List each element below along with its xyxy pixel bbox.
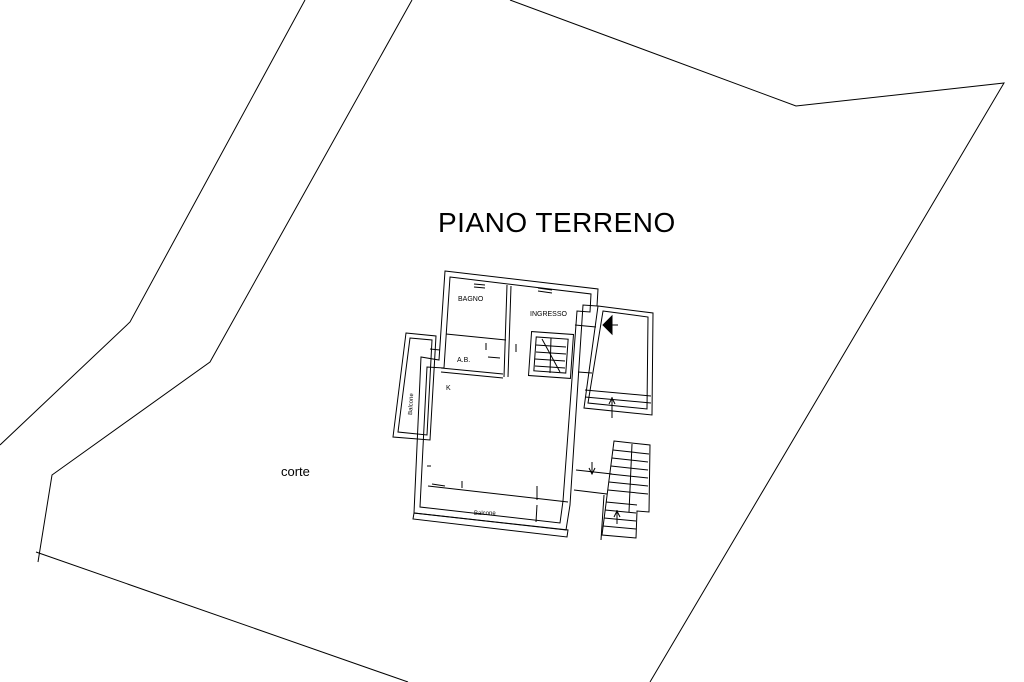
balcony-bottom — [412, 512, 569, 538]
wall-ab-bottom-2 — [440, 371, 504, 379]
room-label-ingresso: INGRESSO — [530, 311, 568, 318]
balcony-left — [392, 332, 437, 441]
wall-bagno-ingresso-2 — [507, 285, 512, 378]
room-label-bagno: BAGNO — [458, 296, 484, 303]
exterior-stair — [601, 440, 651, 539]
room-label-balcone-bottom: Balcone — [474, 511, 496, 517]
staircase — [527, 331, 575, 379]
balcony-left-inner — [397, 337, 433, 436]
wall-bagno-bottom — [445, 333, 507, 341]
room-label-ab: A.B. — [457, 357, 470, 364]
wall-ab-bottom — [440, 367, 504, 375]
room-label-balcone-side: Balcone — [408, 392, 415, 415]
site-label: corte — [281, 464, 310, 479]
opening-marks — [427, 283, 597, 523]
entrance-landing-inner — [587, 310, 649, 410]
wall-bagno-ingresso — [503, 284, 508, 378]
building — [392, 270, 654, 541]
entrance-landing — [583, 305, 654, 416]
staircase-steps — [534, 337, 567, 374]
boundary-top-right — [509, 0, 1005, 682]
exterior-stair-steps — [602, 443, 650, 530]
entrance-arrow-icon — [602, 314, 613, 336]
boundary-left-inner — [37, 0, 413, 563]
drawing-title: PIANO TERRENO — [438, 207, 676, 238]
building-inner-wall — [419, 276, 592, 524]
boundary-bottom — [35, 551, 409, 682]
boundary-left-outer — [0, 0, 306, 446]
building-outer-wall — [413, 270, 599, 531]
room-label-k: K — [446, 385, 451, 392]
